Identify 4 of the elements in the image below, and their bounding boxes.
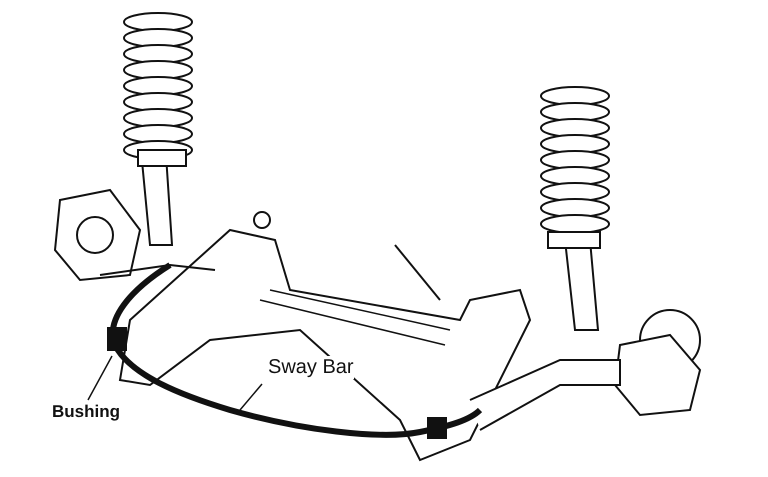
part-label: Sway Bar [268, 356, 354, 379]
part-label: Bushing [52, 402, 120, 422]
leader-line [239, 384, 263, 410]
leader-line [87, 356, 113, 400]
